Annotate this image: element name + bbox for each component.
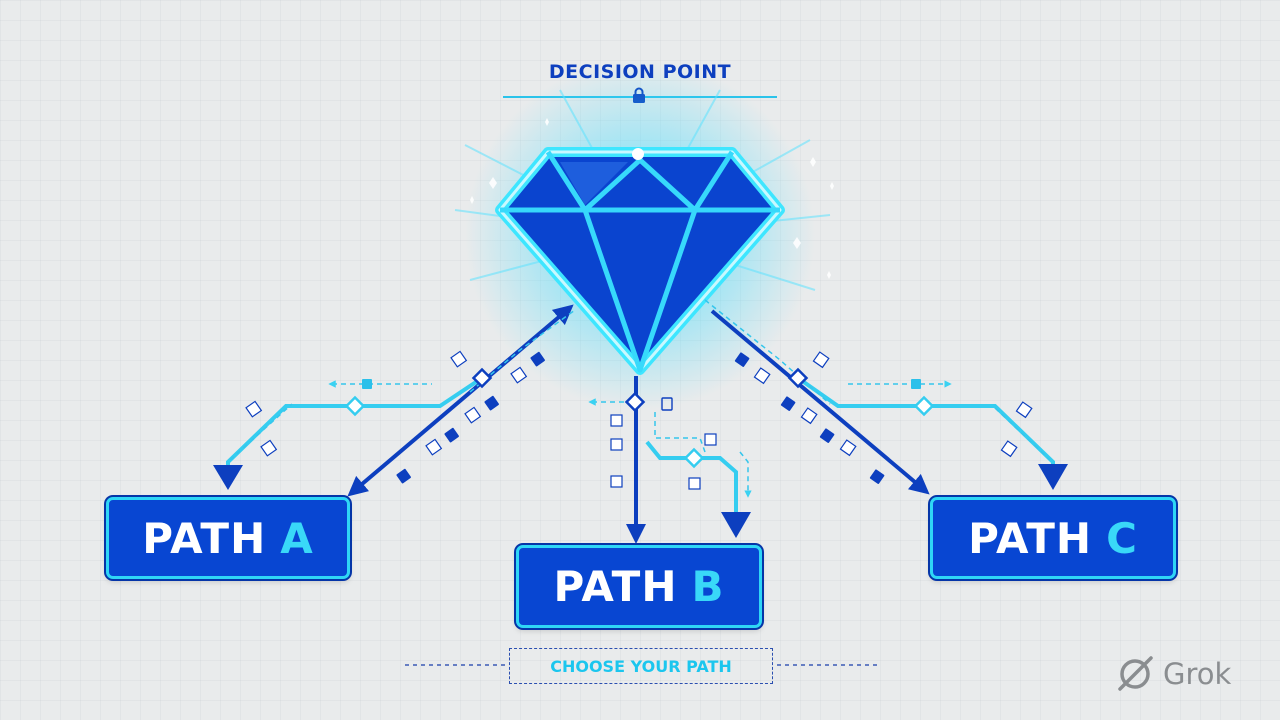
marker-squares-filled (362, 351, 921, 484)
grok-watermark: Grok (1115, 654, 1231, 694)
path-c-button[interactable]: PATH C (930, 497, 1176, 579)
choose-your-path-label[interactable]: CHOOSE YOUR PATH (509, 648, 773, 684)
grok-logo-icon (1118, 656, 1153, 691)
secondary-line-b (645, 440, 751, 538)
connector-path-a (347, 304, 574, 497)
connector-path-c (710, 309, 930, 495)
diamond-icon (495, 147, 785, 375)
path-c-word: PATH (968, 513, 1093, 563)
junction-nodes (344, 367, 935, 469)
path-b-letter: B (691, 562, 725, 611)
secondary-line-a (213, 376, 484, 490)
grok-watermark-text: Grok (1163, 657, 1232, 691)
sparkles (470, 118, 834, 279)
path-a-word: PATH (142, 513, 267, 563)
path-a-letter: A (280, 513, 314, 563)
path-b-word: PATH (553, 562, 678, 611)
path-b-button[interactable]: PATH B (516, 545, 762, 628)
path-a-button[interactable]: PATH A (106, 497, 350, 579)
marker-squares (245, 350, 1033, 490)
decision-point-title: DECISION POINT (548, 61, 732, 83)
path-c-letter: C (1106, 513, 1138, 563)
secondary-line-c (796, 376, 1068, 490)
